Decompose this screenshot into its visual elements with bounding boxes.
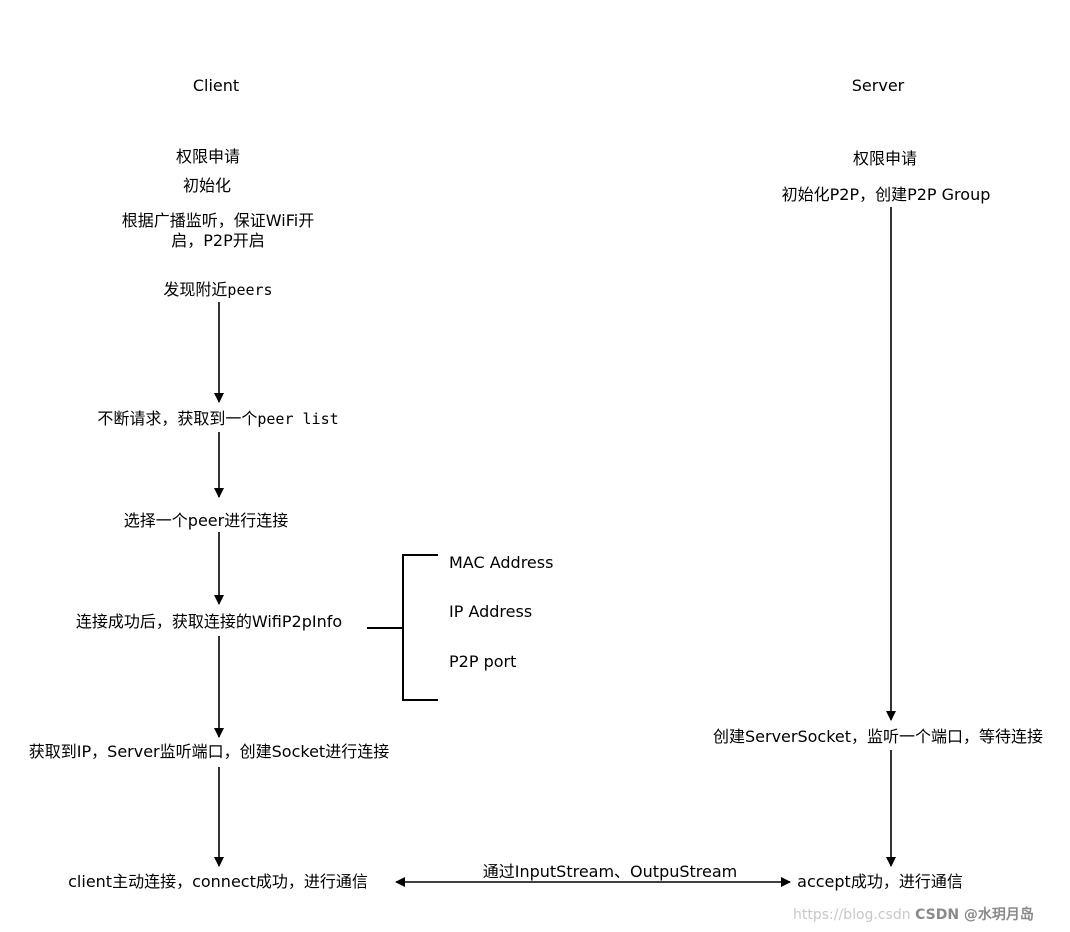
watermark-brand: CSDN @水玥月岛 bbox=[915, 907, 1034, 923]
wifi-info-ip: IP Address bbox=[449, 602, 533, 621]
client-step-communicate: client主动连接，connect成功，进行通信 bbox=[68, 872, 368, 891]
wifi-info-port: P2P port bbox=[449, 652, 517, 671]
csdn-watermark: https://blog.csdn CSDN @水玥月岛 bbox=[793, 904, 1034, 924]
wifi-info-bracket bbox=[367, 554, 438, 701]
server-step-permission: 权限申请 bbox=[852, 149, 918, 168]
server-step-accept: accept成功，进行通信 bbox=[797, 872, 963, 891]
wifi-info-mac: MAC Address bbox=[449, 553, 554, 572]
client-step-socket: 获取到IP，Server监听端口，创建Socket进行连接 bbox=[28, 742, 390, 761]
client-step-broadcast: 根据广播监听，保证WiFi开启，P2P开启 bbox=[121, 211, 315, 250]
watermark-url: https://blog.csdn bbox=[793, 907, 911, 923]
server-step-init: 初始化P2P，创建P2P Group bbox=[781, 185, 991, 204]
client-step-connected: 连接成功后，获取连接的WifiP2pInfo bbox=[75, 612, 343, 631]
client-step-discover: 发现附近peers bbox=[163, 280, 273, 299]
client-header: Client bbox=[192, 76, 240, 95]
client-step-permission: 权限申请 bbox=[175, 147, 241, 166]
server-step-listen: 创建ServerSocket，监听一个端口，等待连接 bbox=[712, 727, 1044, 746]
client-step-select: 选择一个peer进行连接 bbox=[123, 511, 289, 530]
client-step-request: 不断请求，获取到一个peer list bbox=[97, 409, 339, 428]
client-step-init: 初始化 bbox=[182, 176, 232, 195]
server-header: Server bbox=[851, 76, 905, 95]
channel-label: 通过InputStream、OutpuStream bbox=[482, 862, 738, 881]
